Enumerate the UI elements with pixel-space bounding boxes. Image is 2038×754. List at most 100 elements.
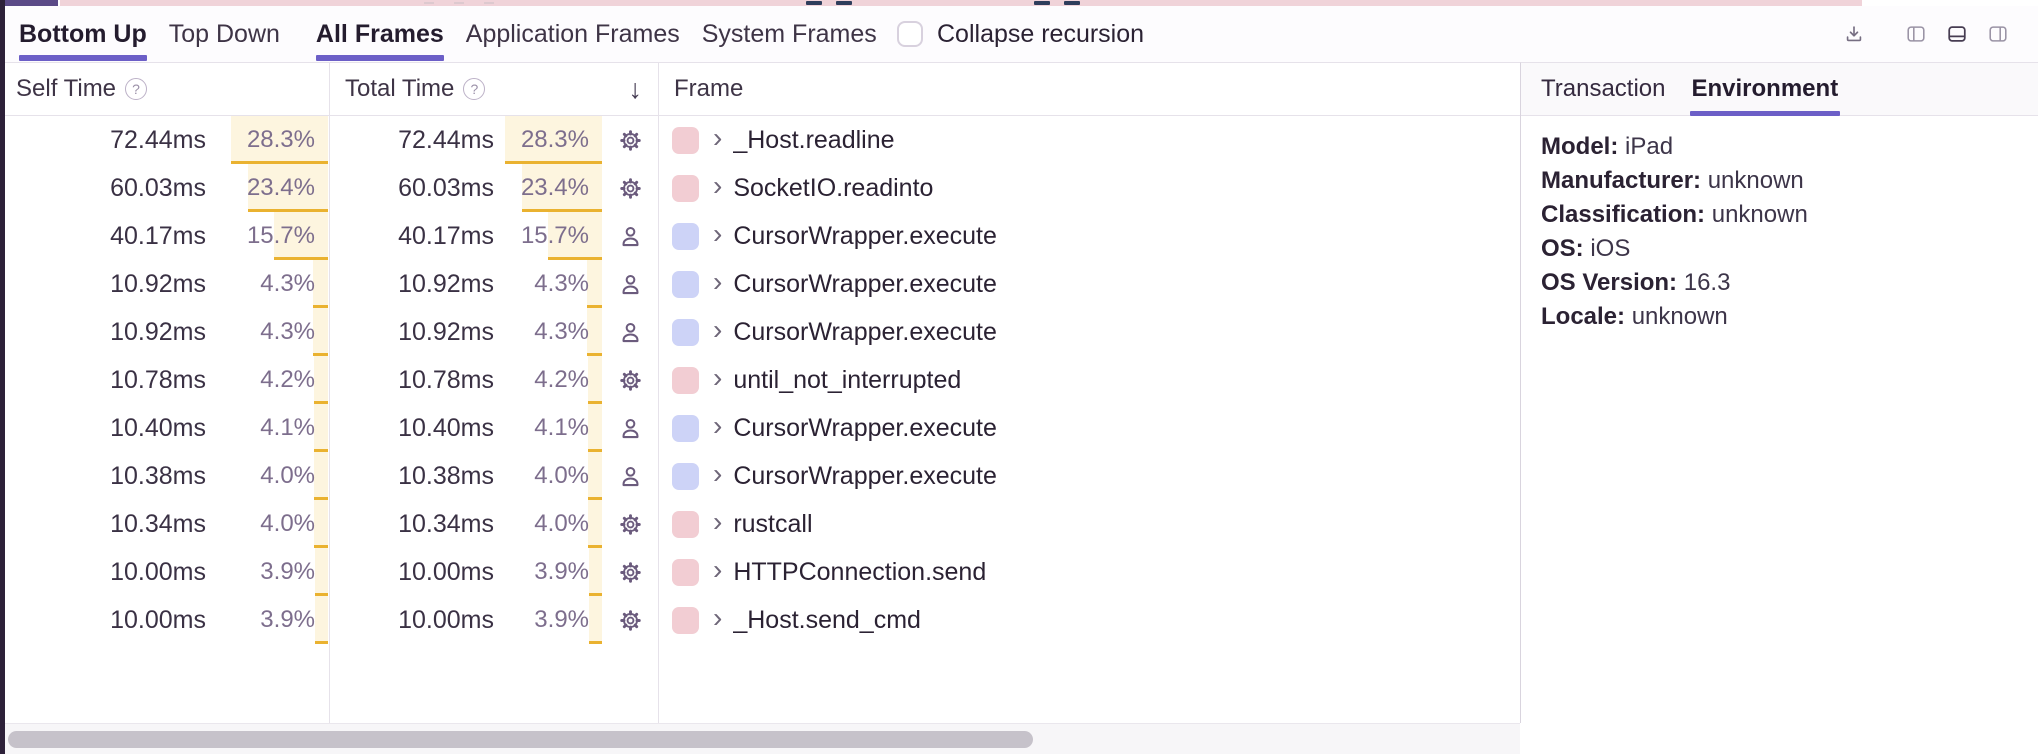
table-body: 72.44ms 28.3% 72.44ms 28.3% (0, 116, 1520, 644)
table-row[interactable]: 72.44ms 28.3% 72.44ms 28.3% (0, 116, 1520, 164)
total-time-value: 10.40ms (398, 413, 494, 442)
chevron-right-icon[interactable]: › (713, 362, 723, 393)
help-icon[interactable]: ? (463, 78, 486, 100)
sort-descending-icon[interactable]: ↓ (628, 74, 643, 104)
environment-line: Locale: unknown (1541, 300, 2018, 334)
total-time-percent-cell: 4.3% (506, 308, 603, 356)
frame-cell: › HTTPConnection.send (658, 548, 1520, 596)
total-time-percent-cell: 4.2% (506, 356, 603, 404)
tab-transaction[interactable]: Transaction (1541, 63, 1666, 116)
table-row[interactable]: 60.03ms 23.4% 60.03ms 23.4% (0, 164, 1520, 212)
table-row[interactable]: 10.34ms 4.0% 10.34ms 4.0% (0, 500, 1520, 548)
chevron-right-icon[interactable]: › (713, 458, 723, 489)
table-row[interactable]: 10.00ms 3.9% 10.00ms 3.9% (0, 548, 1520, 596)
frame-color-swatch (672, 126, 699, 154)
self-time-label: Self Time (16, 75, 117, 102)
column-header-self-time[interactable]: Self Time ? (0, 63, 329, 115)
tab-label: Bottom Up (19, 19, 147, 48)
table-row[interactable]: 10.92ms 4.3% 10.92ms 4.3% › Cu (0, 308, 1520, 356)
table-row[interactable]: 10.78ms 4.2% 10.78ms 4.2% (0, 356, 1520, 404)
total-time-value: 60.03ms (398, 173, 494, 202)
total-time-value: 10.00ms (398, 605, 494, 634)
tab-top-down[interactable]: Top Down (169, 6, 280, 62)
self-time-percent-bar (314, 500, 328, 548)
self-time-percent-cell: 4.3% (232, 260, 329, 308)
gear-icon (620, 129, 641, 151)
self-time-percent: 3.9% (260, 606, 315, 633)
self-time-value: 10.78ms (110, 365, 206, 394)
frame-name: HTTPConnection.send (733, 557, 987, 586)
self-time-cell: 72.44ms 28.3% (0, 116, 329, 164)
table-row[interactable]: 40.17ms 15.7% 40.17ms 15.7% › (0, 212, 1520, 260)
tab-all-frames[interactable]: All Frames (315, 6, 444, 62)
frame-color-swatch (672, 318, 699, 346)
tab-bottom-up[interactable]: Bottom Up (19, 6, 147, 62)
total-time-value: 10.92ms (398, 317, 494, 346)
table-header-row: Self Time ? Total Time ? ↓ Frame (0, 63, 1520, 116)
frame-type-icon-cell (603, 212, 658, 260)
gear-icon (620, 177, 641, 199)
minimap-dash (454, 2, 464, 4)
self-time-value: 10.92ms (110, 317, 206, 346)
self-time-percent-bar (231, 116, 328, 164)
tab-system-frames[interactable]: System Frames (702, 6, 877, 62)
tab-application-frames[interactable]: Application Frames (466, 6, 680, 62)
tab-environment[interactable]: Environment (1689, 63, 1840, 116)
minimap-dash (424, 2, 434, 4)
table-row[interactable]: 10.40ms 4.1% 10.40ms 4.1% › Cu (0, 404, 1520, 452)
self-time-percent-bar (313, 308, 328, 356)
chevron-right-icon[interactable]: › (713, 170, 723, 201)
collapse-recursion-checkbox[interactable] (897, 21, 923, 47)
frame-name: SocketIO.readinto (733, 173, 934, 202)
view-tabs: Bottom Up Top Down All Frames Application F… (19, 6, 877, 62)
chevron-right-icon[interactable]: › (713, 410, 723, 441)
minimap-selected-segment (5, 0, 58, 6)
total-time-percent-bar (587, 356, 602, 404)
frame-name: CursorWrapper.execute (733, 221, 997, 250)
self-time-value: 40.17ms (110, 221, 206, 250)
collapse-recursion-control[interactable]: Collapse recursion (897, 6, 1144, 62)
self-time-percent-bar (313, 260, 328, 308)
total-time-cell: 60.03ms 23.4% (329, 164, 658, 212)
environment-label: Manufacturer: (1541, 167, 1702, 194)
total-time-label: Total Time (345, 75, 455, 102)
column-header-frame[interactable]: Frame (658, 63, 1520, 115)
details-panel: Transaction Environment Model: iPad Manuf… (1520, 62, 2038, 723)
chevron-right-icon[interactable]: › (713, 554, 723, 585)
frame-type-icon-cell (603, 164, 658, 212)
frame-color-swatch (672, 414, 699, 442)
chevron-right-icon[interactable]: › (713, 122, 723, 153)
table-row[interactable]: 10.38ms 4.0% 10.38ms 4.0% › Cu (0, 452, 1520, 500)
self-time-percent-cell: 23.4% (232, 164, 329, 212)
frame-type-icon-cell (603, 404, 658, 452)
self-time-percent: 3.9% (260, 558, 315, 585)
total-time-value: 10.34ms (398, 509, 494, 538)
horizontal-scrollbar-thumb[interactable] (8, 731, 1033, 748)
help-icon[interactable]: ? (125, 78, 148, 100)
frame-name: _Host.readline (733, 125, 895, 154)
dock-right-icon[interactable] (1987, 23, 2009, 45)
frame-color-swatch (672, 222, 699, 250)
column-header-total-time[interactable]: Total Time ? ↓ (329, 63, 658, 115)
total-time-cell: 10.92ms 4.3% (329, 260, 658, 308)
total-time-percent-cell: 4.0% (506, 500, 603, 548)
chevron-right-icon[interactable]: › (713, 218, 723, 249)
environment-line: OS Version: 16.3 (1541, 266, 2018, 300)
download-icon[interactable] (1843, 23, 1865, 45)
total-time-value: 10.78ms (398, 365, 494, 394)
chevron-right-icon[interactable]: › (713, 266, 723, 297)
dock-left-icon[interactable] (1905, 23, 1927, 45)
dock-bottom-icon[interactable] (1946, 23, 1968, 45)
chevron-right-icon[interactable]: › (713, 506, 723, 537)
flamegraph-minimap-strip[interactable] (0, 0, 2038, 6)
total-time-percent-bar (588, 548, 602, 596)
environment-details: Model: iPad Manufacturer: unknown Classi… (1521, 116, 2038, 334)
table-row[interactable]: 10.00ms 3.9% 10.00ms 3.9% (0, 596, 1520, 644)
chevron-right-icon[interactable]: › (713, 314, 723, 345)
chevron-right-icon[interactable]: › (713, 602, 723, 633)
horizontal-scrollbar-track[interactable] (0, 723, 1520, 754)
self-time-cell: 40.17ms 15.7% (0, 212, 329, 260)
frame-label: Frame (674, 75, 744, 102)
table-row[interactable]: 10.92ms 4.3% 10.92ms 4.3% › Cu (0, 260, 1520, 308)
self-time-percent-cell: 4.3% (232, 308, 329, 356)
